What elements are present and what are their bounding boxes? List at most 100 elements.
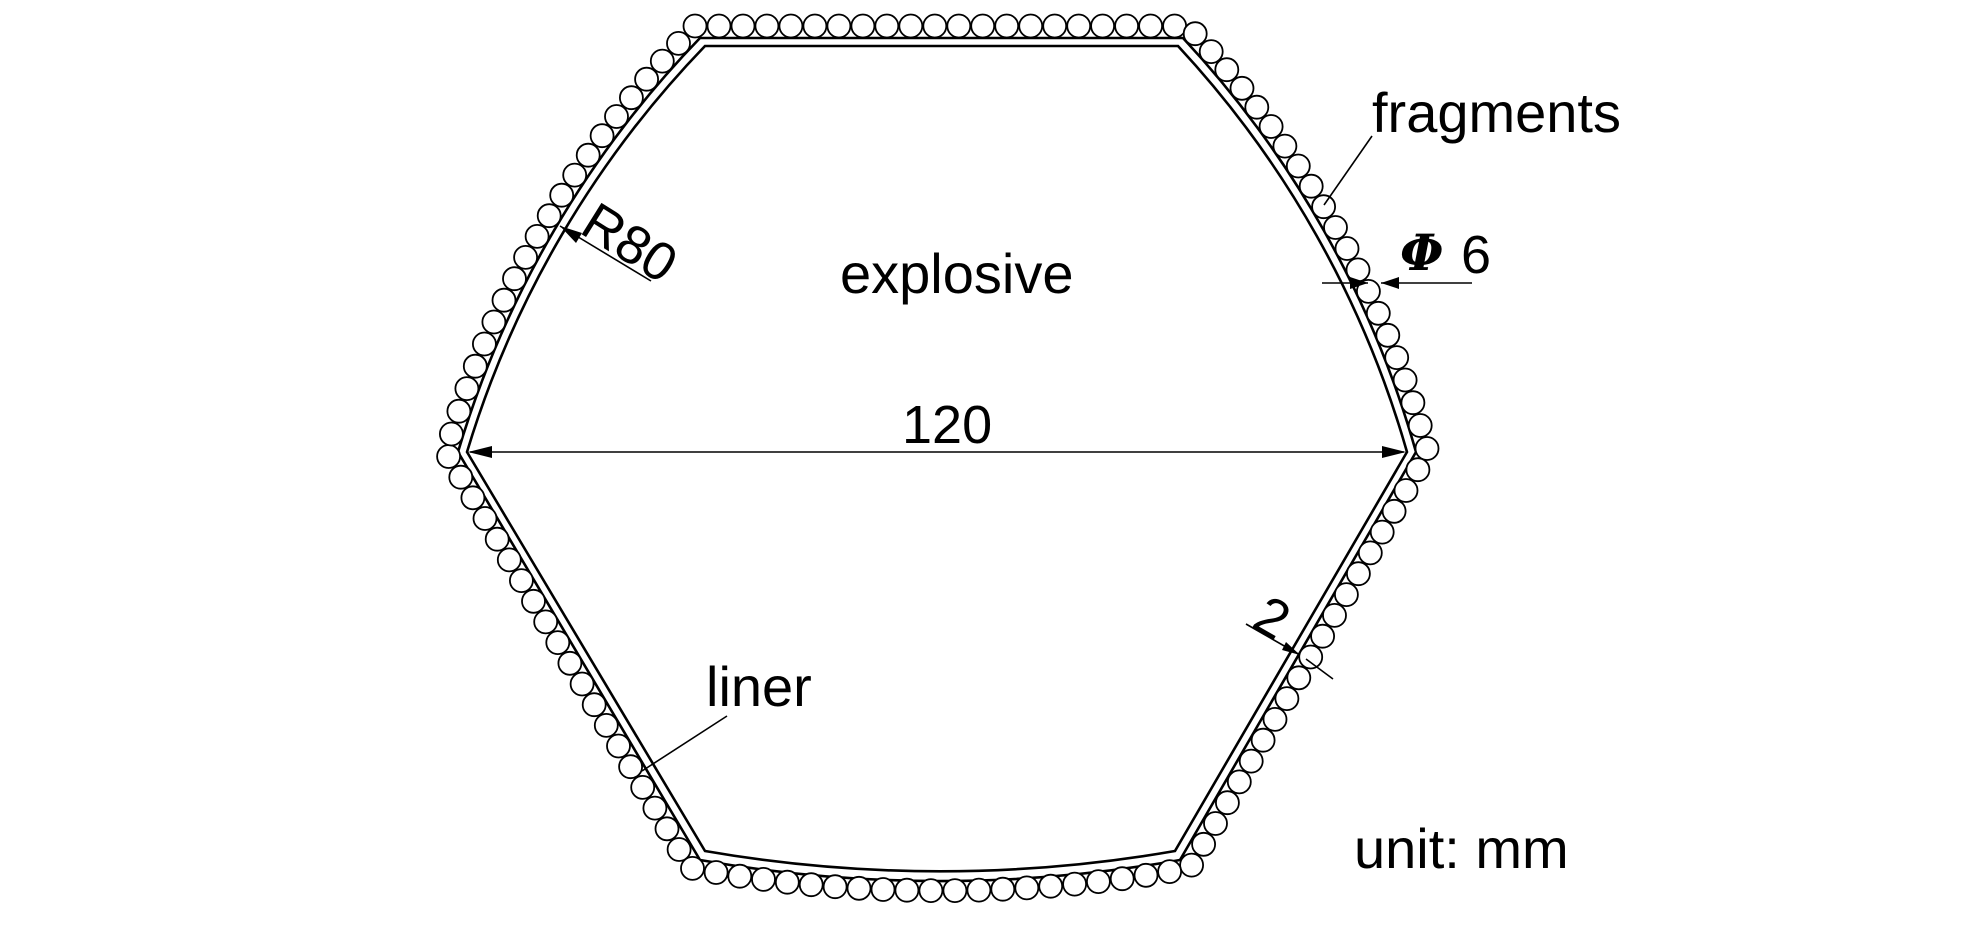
fragment-sphere <box>727 863 753 889</box>
fragment-sphere <box>1392 367 1418 393</box>
fragment-sphere <box>1311 194 1336 220</box>
fragment-sphere <box>1191 831 1216 857</box>
fragment-sphere <box>1182 21 1208 47</box>
fragment-sphere <box>1310 623 1335 649</box>
fragment-sphere <box>1018 13 1044 39</box>
fragment-sphere <box>524 223 550 249</box>
fragment-sphere <box>1138 13 1163 39</box>
fragment-sphere <box>1334 582 1359 607</box>
fragment-sphere <box>1323 215 1348 240</box>
fragment-sphere <box>472 506 498 531</box>
fragment-sphere <box>1133 862 1159 888</box>
fragment-sphere <box>1229 75 1255 101</box>
fragment-sphere <box>898 13 924 39</box>
fragment-sphere <box>1384 345 1410 371</box>
fragment-sphere <box>1274 686 1300 711</box>
fragment-sphere <box>1286 665 1312 691</box>
fragment-sphere <box>798 872 824 898</box>
fragment-sphere <box>1356 278 1381 304</box>
width-dimension <box>468 446 1406 458</box>
thickness-dimension <box>1245 623 1334 680</box>
fragment-sphere <box>1203 811 1228 836</box>
liner-inner-outline <box>465 44 1409 873</box>
fragment-sphere <box>1272 133 1298 159</box>
fragment-sphere <box>536 203 562 229</box>
radius-dimension-leader <box>559 225 652 282</box>
fragment-sphere <box>1250 727 1276 753</box>
fragment-sphere <box>1114 13 1139 39</box>
fragment-sphere <box>509 568 534 593</box>
fragment-sphere <box>557 650 583 676</box>
fragment-sphere <box>618 754 643 780</box>
fragment-sphere <box>1062 871 1087 897</box>
fragment-sphere <box>706 13 732 39</box>
fragment-sphere <box>471 331 497 357</box>
fragment-sphere <box>850 13 876 39</box>
fragment-sphere <box>1334 236 1360 261</box>
fragment-sphere <box>874 13 900 39</box>
width-dimension-label: 120 <box>902 395 992 455</box>
fragment-sphere <box>549 182 575 208</box>
fragment-sphere <box>970 13 996 39</box>
fragment-sphere <box>778 13 804 39</box>
fragment-sphere <box>1357 540 1383 566</box>
fragment-sphere <box>513 244 538 270</box>
fragment-sphere <box>802 13 828 39</box>
fragment-sphere <box>922 13 948 39</box>
fragment-sphere <box>1226 769 1252 795</box>
fragment-sphere <box>438 421 464 447</box>
fragment-sphere <box>1258 114 1284 139</box>
fragment-sphere <box>1381 498 1407 524</box>
fragment-sphere <box>491 287 517 313</box>
fragment-sphere <box>630 775 656 800</box>
fragment-sphere <box>436 444 462 469</box>
fragment-sphere <box>448 464 474 490</box>
fragment-sphere <box>575 142 601 168</box>
fragment-sphere <box>619 85 644 111</box>
fragment-sphere <box>454 376 480 402</box>
fragment-diameter-label: 6 <box>1461 225 1491 285</box>
fragment-sphere <box>1393 478 1419 503</box>
fragment-diameter-dimension <box>1322 277 1472 289</box>
fragment-sphere <box>462 353 488 379</box>
fragment-sphere <box>894 877 920 903</box>
fragment-sphere <box>990 876 1016 902</box>
fragment-sphere <box>822 874 848 900</box>
liner-leader-line <box>641 715 728 772</box>
fragment-sphere <box>562 162 588 188</box>
fragment-sphere <box>649 48 675 74</box>
fragment-sphere <box>502 266 527 292</box>
fragment-sphere <box>1215 790 1240 816</box>
fragment-sphere <box>1400 390 1426 416</box>
fragment-sphere <box>1179 852 1204 878</box>
fragment-sphere <box>1157 859 1182 884</box>
fragment-sphere <box>1298 644 1324 670</box>
fragment-sphere <box>1375 322 1401 348</box>
liner-label: liner <box>706 655 812 718</box>
fragment-sphere <box>569 671 595 697</box>
fragment-sphere <box>1014 875 1040 901</box>
fragment-sphere <box>751 867 776 892</box>
fragment-sphere <box>634 66 659 92</box>
fragment-sphere <box>918 878 944 903</box>
fragment-sphere <box>680 856 705 881</box>
fragment-sphere <box>484 526 510 552</box>
fragment-sphere <box>581 692 607 718</box>
fragment-sphere <box>666 31 691 56</box>
fragment-sphere <box>774 869 800 895</box>
fragment-sphere <box>533 609 559 635</box>
fragment-sphere <box>1042 13 1068 39</box>
fragment-sphere <box>1238 748 1264 774</box>
fragment-sphere <box>966 877 992 903</box>
fragment-sphere <box>666 837 692 862</box>
fragment-sphere <box>1345 257 1371 283</box>
fragment-sphere <box>1414 436 1440 461</box>
thickness-dimension-label: 2 <box>1244 584 1300 651</box>
fragment-sphere <box>1322 603 1347 628</box>
fragments-leader-line <box>1323 135 1373 206</box>
fragment-sphere <box>654 816 680 842</box>
fragment-sphere <box>545 630 571 655</box>
fragment-sphere <box>1369 519 1395 545</box>
fragment-sphere <box>754 13 780 39</box>
